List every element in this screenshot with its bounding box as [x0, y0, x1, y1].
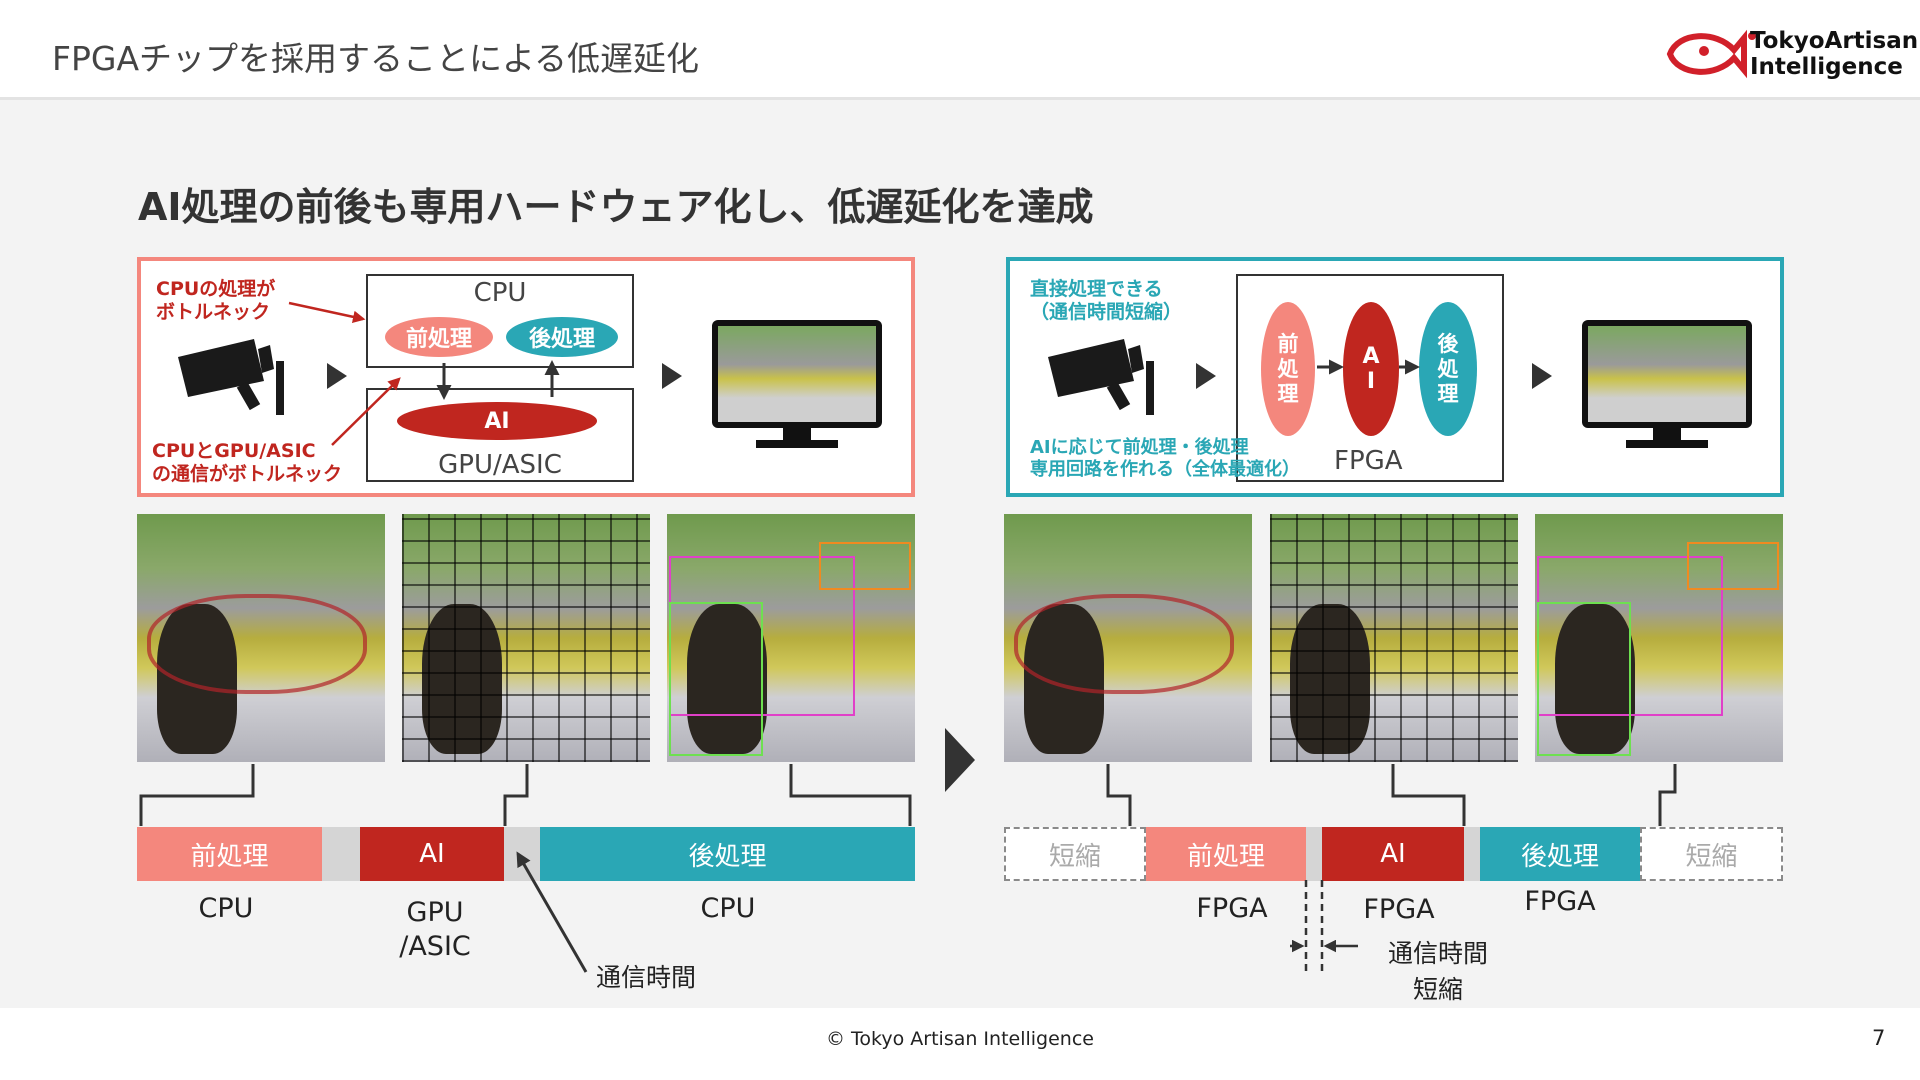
timeline-label-gpu-line-1: GPU: [406, 897, 464, 928]
gpu-asic-box-label: GPU/ASIC: [438, 450, 562, 480]
photo-raw-left: [137, 514, 385, 762]
copyright: © Tokyo Artisan Intelligence: [826, 1028, 1094, 1050]
timeline-label-cpu: CPU: [198, 893, 254, 924]
fish-logo-icon: [1666, 29, 1756, 79]
monitor-icon: [712, 320, 882, 428]
fpga-timeline-post-process: 後処理: [1480, 827, 1640, 881]
cpu-bottleneck-note: CPUの処理が ボトルネック: [156, 278, 275, 324]
pre-process-pill: 前処理: [385, 317, 493, 357]
dog-shape: [1555, 604, 1635, 754]
custom-circuit-line-2: 専用回路を作れる（全体最適化）: [1030, 459, 1300, 480]
fpga-pre-char-1: 前: [1277, 331, 1299, 356]
candidate-box-grid: [1270, 514, 1518, 762]
comm-bottleneck-note: CPUとGPU/ASIC の通信がボトルネック: [152, 440, 342, 486]
arrow-right-icon: [327, 363, 347, 389]
header-bar: [0, 0, 1920, 100]
fpga-ai-char-1: A: [1362, 344, 1380, 369]
timeline-label-cpu-post: CPU: [700, 893, 756, 924]
timeline-comm-gap: [322, 827, 360, 881]
bbox-dog: [669, 602, 763, 756]
fpga-label-pre: FPGA: [1196, 893, 1268, 924]
ai-pill: AI: [397, 402, 597, 440]
fpga-timeline-pre-process: 前処理: [1146, 827, 1306, 881]
comm-time-label: 通信時間: [596, 963, 697, 992]
fpga-label-ai: FPGA: [1363, 894, 1435, 925]
candidate-box-grid: [402, 514, 650, 762]
comm-shortened-label: 通信時間 短縮: [1370, 936, 1506, 1008]
monitor-icon: [1582, 320, 1752, 428]
fpga-pre-char-3: 理: [1277, 381, 1299, 406]
custom-circuit-note: AIに応じて前処理・後処理 専用回路を作れる（全体最適化）: [1030, 437, 1300, 481]
left-diagram-arrows: [288, 301, 560, 446]
fpga-timeline-gap: [1306, 827, 1322, 881]
photo-candidates-left: [402, 514, 650, 762]
bbox-truck: [1687, 542, 1779, 590]
security-camera-icon: [178, 339, 284, 415]
monitor-stand: [783, 428, 811, 440]
fpga-ai-char-2: I: [1366, 369, 1376, 394]
photo-detected-right: [1535, 514, 1783, 762]
timeline-shortened-left: 短縮: [1004, 827, 1146, 881]
timeline-ai: AI: [360, 827, 504, 881]
timeline-shortened-right: 短縮: [1640, 827, 1783, 881]
bicycle-shape: [1014, 594, 1234, 694]
fpga-label-post: FPGA: [1524, 886, 1596, 917]
monitor-base: [756, 440, 838, 448]
timeline-pre-process: 前処理: [137, 827, 322, 881]
photo-detected-left: [667, 514, 915, 762]
fpga-timeline-gap: [1464, 827, 1480, 881]
timeline-label-gpu: GPU /ASIC: [385, 896, 485, 964]
direct-process-note: 直接処理できる （通信時間短縮）: [1030, 278, 1182, 324]
cpu-bottleneck-line-2: ボトルネック: [156, 301, 271, 323]
comm-bottleneck-line-2: の通信がボトルネック: [152, 463, 343, 485]
monitor-stand: [1653, 428, 1681, 440]
arrow-right-icon: [1196, 363, 1216, 389]
fpga-ai-pill: A I: [1343, 302, 1399, 436]
bbox-dog: [1537, 602, 1631, 756]
fpga-post-char-2: 処: [1437, 356, 1459, 381]
fpga-pre-process-pill: 前 処 理: [1261, 302, 1315, 436]
fpga-post-process-pill: 後 処 理: [1419, 302, 1477, 436]
section-heading: AI処理の前後も専用ハードウェア化し、低遅延化を達成: [138, 185, 1094, 229]
timeline-connectors: [139, 764, 1677, 826]
photo-raw-right: [1004, 514, 1252, 762]
security-camera-icon: [1048, 339, 1154, 415]
timeline-label-gpu-line-2: /ASIC: [399, 931, 471, 962]
cpu-bottleneck-line-1: CPUの処理が: [156, 278, 276, 300]
bbox-truck: [819, 542, 911, 590]
logo-text: TokyoArtisan Intelligence: [1750, 28, 1918, 80]
big-arrow-right-icon: [945, 728, 975, 792]
direct-process-line-1: 直接処理できる: [1030, 278, 1163, 300]
comm-time-pointer: [516, 851, 588, 973]
photo-candidates-right: [1270, 514, 1518, 762]
logo-line-1: TokyoArtisan: [1750, 28, 1919, 54]
fpga-post-char-1: 後: [1437, 331, 1459, 356]
comm-bottleneck-line-1: CPUとGPU/ASIC: [152, 440, 316, 462]
monitor-screen: [1588, 326, 1746, 422]
fpga-box-label: FPGA: [1334, 446, 1403, 476]
footer-bar: [0, 1008, 1920, 1080]
custom-circuit-line-1: AIに応じて前処理・後処理: [1030, 437, 1249, 458]
slide-title: FPGAチップを採用することによる低遅延化: [52, 39, 700, 78]
page-number: 7: [1872, 1026, 1886, 1050]
dog-shape: [687, 604, 767, 754]
comm-shortened-line-1: 通信時間: [1387, 939, 1488, 968]
arrow-right-icon: [1532, 363, 1552, 389]
comm-shortened-marker: [1290, 880, 1358, 972]
timeline-post-process: 後処理: [540, 827, 915, 881]
arrow-right-icon: [662, 363, 682, 389]
logo-line-2: Intelligence: [1750, 54, 1903, 80]
monitor-screen: [718, 326, 876, 422]
bicycle-shape: [147, 594, 367, 694]
fpga-post-char-3: 理: [1437, 381, 1459, 406]
direct-process-line-2: （通信時間短縮）: [1030, 301, 1183, 323]
cpu-box-label: CPU: [473, 278, 527, 308]
fpga-pre-char-2: 処: [1277, 356, 1299, 381]
comm-shortened-line-2: 短縮: [1412, 975, 1463, 1004]
post-process-pill: 後処理: [506, 317, 618, 357]
fpga-flow-arrows: [1317, 359, 1420, 375]
monitor-base: [1626, 440, 1708, 448]
fpga-timeline-ai: AI: [1322, 827, 1464, 881]
